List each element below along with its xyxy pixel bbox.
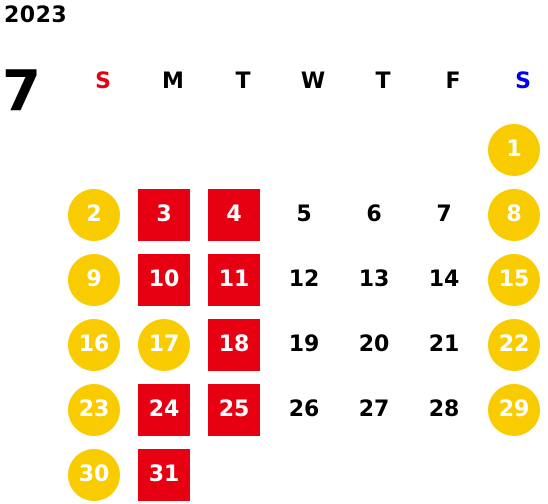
day-cell-21[interactable]: 21 xyxy=(428,332,460,357)
day-cell-20[interactable]: 20 xyxy=(358,332,390,357)
day-cell-4[interactable]: 4 xyxy=(208,189,260,241)
weekday-5: T xyxy=(375,69,391,94)
day-cell-29[interactable]: 29 xyxy=(488,384,540,436)
day-cell-31[interactable]: 31 xyxy=(138,449,190,501)
calendar-month: 7 xyxy=(2,59,41,124)
day-cell-28[interactable]: 28 xyxy=(428,397,460,422)
day-cell-1[interactable]: 1 xyxy=(488,124,540,176)
day-cell-13[interactable]: 13 xyxy=(358,267,390,292)
day-cell-25[interactable]: 25 xyxy=(208,384,260,436)
day-cell-3[interactable]: 3 xyxy=(138,189,190,241)
day-cell-24[interactable]: 24 xyxy=(138,384,190,436)
day-cell-16[interactable]: 16 xyxy=(68,319,120,371)
weekday-6: F xyxy=(445,69,461,94)
weekday-7: S xyxy=(515,69,531,94)
day-cell-14[interactable]: 14 xyxy=(428,267,460,292)
weekday-3: T xyxy=(235,69,251,94)
day-cell-23[interactable]: 23 xyxy=(68,384,120,436)
day-cell-12[interactable]: 12 xyxy=(288,267,320,292)
day-cell-19[interactable]: 19 xyxy=(288,332,320,357)
day-cell-5[interactable]: 5 xyxy=(296,202,312,227)
day-cell-11[interactable]: 11 xyxy=(208,254,260,306)
day-cell-8[interactable]: 8 xyxy=(488,189,540,241)
weekday-2: M xyxy=(162,69,184,94)
day-cell-26[interactable]: 26 xyxy=(288,397,320,422)
day-cell-22[interactable]: 22 xyxy=(488,319,540,371)
day-cell-18[interactable]: 18 xyxy=(208,319,260,371)
day-cell-2[interactable]: 2 xyxy=(68,189,120,241)
day-cell-10[interactable]: 10 xyxy=(138,254,190,306)
day-cell-7[interactable]: 7 xyxy=(436,202,452,227)
day-cell-30[interactable]: 30 xyxy=(68,449,120,501)
day-cell-17[interactable]: 17 xyxy=(138,319,190,371)
day-cell-9[interactable]: 9 xyxy=(68,254,120,306)
day-cell-6[interactable]: 6 xyxy=(366,202,382,227)
weekday-1: S xyxy=(95,69,111,94)
weekday-4: W xyxy=(300,69,326,94)
day-cell-27[interactable]: 27 xyxy=(358,397,390,422)
calendar-year: 2023 xyxy=(4,3,68,28)
day-cell-15[interactable]: 15 xyxy=(488,254,540,306)
